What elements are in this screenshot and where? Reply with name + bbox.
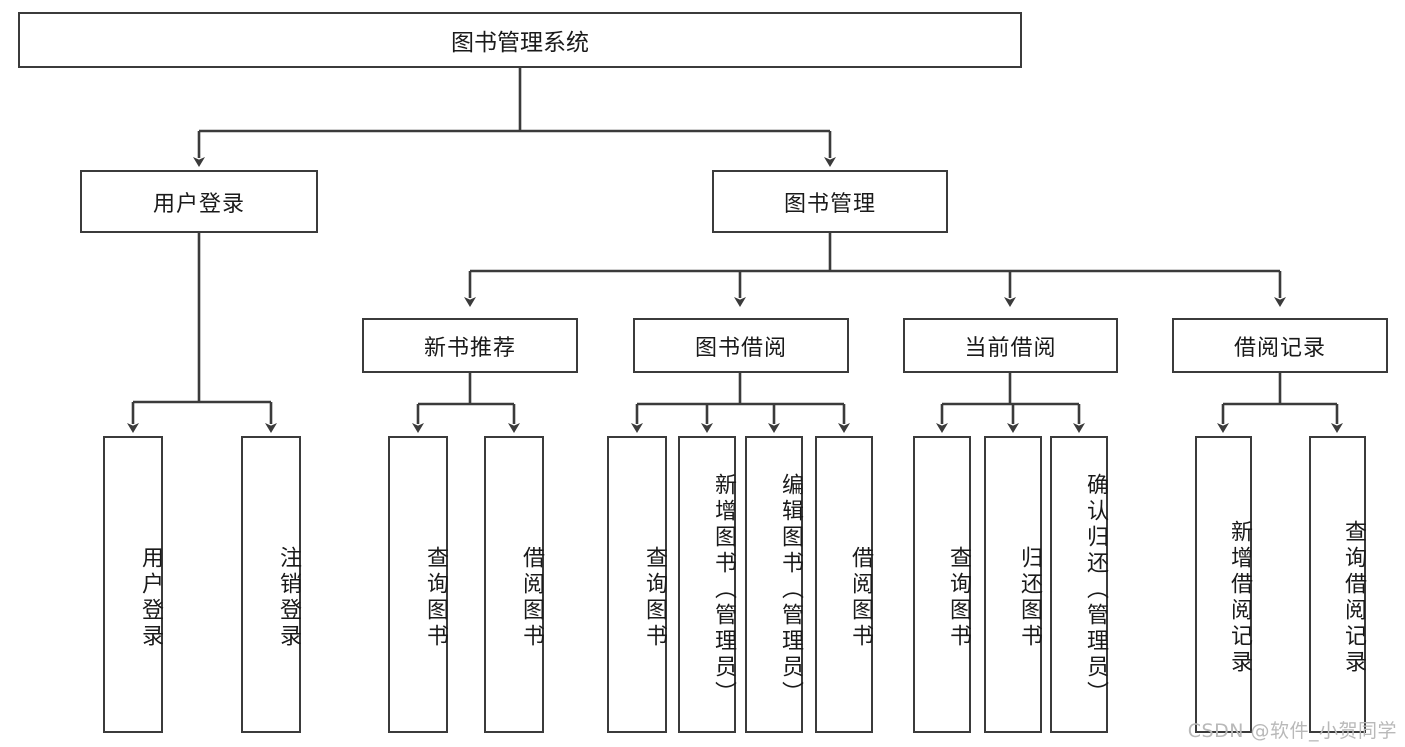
node-label: 借阅记录 bbox=[1233, 335, 1326, 361]
leaf-edit-book-admin[interactable]: 编辑图书（管理员） bbox=[745, 436, 803, 733]
leaf-confirm-return-admin[interactable]: 确认归还（管理员） bbox=[1050, 436, 1108, 733]
leaf-query-book-recommend[interactable]: 查询图书 bbox=[388, 436, 448, 733]
node-book-borrow[interactable]: 图书借阅 bbox=[633, 318, 849, 373]
node-label: 确认归还（管理员） bbox=[1083, 472, 1108, 707]
node-label: 查询图书 bbox=[423, 545, 448, 650]
csdn-watermark: CSDN @软件_小贺同学 bbox=[1187, 720, 1397, 742]
leaf-borrow-book-recommend[interactable]: 借阅图书 bbox=[484, 436, 544, 733]
node-label: 用户登录 bbox=[138, 545, 163, 650]
leaf-add-book-admin[interactable]: 新增图书（管理员） bbox=[678, 436, 736, 733]
node-label: 编辑图书（管理员） bbox=[778, 472, 803, 707]
node-label: 借阅图书 bbox=[848, 545, 873, 650]
node-new-book-recommend[interactable]: 新书推荐 bbox=[362, 318, 578, 373]
node-book-management[interactable]: 图书管理 bbox=[712, 170, 948, 233]
node-label: 归还图书 bbox=[1017, 545, 1042, 650]
node-label: 新书推荐 bbox=[423, 335, 516, 361]
node-label: 借阅图书 bbox=[519, 545, 544, 650]
node-label: 注销登录 bbox=[276, 545, 301, 650]
leaf-query-book-borrow[interactable]: 查询图书 bbox=[607, 436, 667, 733]
node-current-borrow[interactable]: 当前借阅 bbox=[903, 318, 1118, 373]
leaf-logout[interactable]: 注销登录 bbox=[241, 436, 301, 733]
node-user-login[interactable]: 用户登录 bbox=[80, 170, 318, 233]
node-label: 查询图书 bbox=[946, 545, 971, 650]
node-label: 新增图书（管理员） bbox=[711, 472, 736, 707]
node-label: 图书借阅 bbox=[694, 335, 787, 361]
leaf-return-book[interactable]: 归还图书 bbox=[984, 436, 1042, 733]
node-label: 查询图书 bbox=[642, 545, 667, 650]
leaf-add-borrow-record[interactable]: 新增借阅记录 bbox=[1195, 436, 1252, 733]
leaf-query-book-current[interactable]: 查询图书 bbox=[913, 436, 971, 733]
leaf-borrow-book[interactable]: 借阅图书 bbox=[815, 436, 873, 733]
node-label: 图书管理系统 bbox=[451, 30, 589, 56]
leaf-query-borrow-record[interactable]: 查询借阅记录 bbox=[1309, 436, 1366, 733]
node-root[interactable]: 图书管理系统 bbox=[18, 12, 1022, 68]
node-label: 用户登录 bbox=[152, 191, 245, 217]
node-label: 新增借阅记录 bbox=[1227, 519, 1252, 676]
node-borrow-record[interactable]: 借阅记录 bbox=[1172, 318, 1388, 373]
leaf-user-login[interactable]: 用户登录 bbox=[103, 436, 163, 733]
node-label: 当前借阅 bbox=[964, 335, 1057, 361]
node-label: 查询借阅记录 bbox=[1341, 519, 1366, 676]
node-label: 图书管理 bbox=[783, 191, 876, 217]
